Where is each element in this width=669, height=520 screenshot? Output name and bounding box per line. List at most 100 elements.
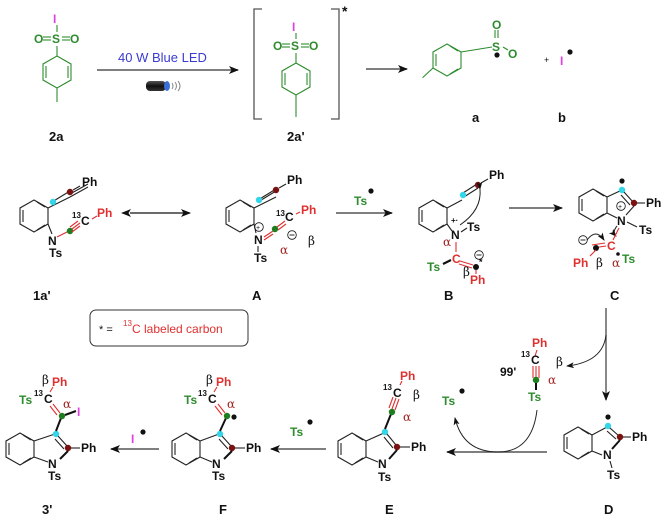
svg-text:β: β bbox=[463, 265, 470, 279]
svg-text:O: O bbox=[508, 47, 517, 61]
plus-charge bbox=[254, 222, 264, 232]
f-to-3-arrow: I bbox=[110, 429, 159, 453]
compound-3-prime: Ph N Ts I 13 C Ts β α Ph 3' bbox=[5, 373, 96, 517]
green-carbon-marker bbox=[66, 227, 74, 235]
svg-text:I: I bbox=[292, 20, 295, 34]
svg-text:Ph: Ph bbox=[489, 168, 504, 182]
svg-text:Ts: Ts bbox=[467, 220, 480, 234]
compound-1a-prime: Ph N Ts 13 C Ph 1a' bbox=[19, 175, 112, 303]
svg-text:Ts: Ts bbox=[639, 223, 652, 237]
electron-push-arrow bbox=[459, 181, 483, 226]
radical-dot bbox=[473, 264, 479, 270]
svg-text:Ts: Ts bbox=[427, 260, 440, 274]
oxygen-atom: O bbox=[34, 32, 43, 46]
svg-text:*: * bbox=[479, 257, 483, 267]
svg-text:Ph: Ph bbox=[97, 206, 112, 220]
cyan-carbon-marker bbox=[49, 198, 57, 206]
d-to-e-arrow bbox=[446, 409, 547, 456]
compound-E: Ph N Ts 13 C β α Ph E bbox=[337, 369, 426, 517]
svg-text:+·: +· bbox=[451, 216, 458, 225]
svg-text:* =: * = bbox=[99, 324, 113, 336]
svg-text:13: 13 bbox=[72, 211, 81, 220]
svg-text:α: α bbox=[403, 410, 411, 424]
svg-text:N: N bbox=[254, 233, 263, 247]
svg-text:Ts: Ts bbox=[290, 425, 303, 439]
svg-text:13: 13 bbox=[34, 389, 43, 398]
svg-text:α: α bbox=[443, 235, 451, 249]
radical-dot bbox=[494, 52, 500, 58]
e-to-f-arrow: Ts bbox=[270, 419, 326, 453]
svg-text:β: β bbox=[206, 373, 213, 387]
svg-text:Ph: Ph bbox=[301, 203, 316, 217]
svg-text:Ts: Ts bbox=[48, 469, 61, 483]
product-b-iodine-radical: I b bbox=[558, 49, 573, 125]
compound-99-prime: Ph 13 C β 99' α Ts bbox=[500, 336, 563, 404]
svg-text:C: C bbox=[393, 386, 402, 400]
svg-text:13: 13 bbox=[123, 319, 132, 328]
svg-text:β: β bbox=[42, 373, 49, 387]
svg-text:Ph: Ph bbox=[573, 256, 588, 270]
svg-text:α: α bbox=[227, 397, 235, 411]
svg-text:Ph: Ph bbox=[470, 273, 485, 287]
svg-text:N: N bbox=[48, 234, 57, 248]
compound-label-1a-prime: 1a' bbox=[33, 288, 51, 303]
compound-2a-prime: * I O S O 2a' bbox=[253, 3, 348, 144]
svg-text:β: β bbox=[596, 256, 603, 270]
svg-text:β: β bbox=[556, 355, 563, 369]
svg-text:99': 99' bbox=[500, 365, 516, 379]
right-bracket bbox=[331, 8, 340, 120]
minus-charge bbox=[287, 230, 297, 240]
svg-text:Ts: Ts bbox=[184, 393, 197, 407]
compound-label-D: D bbox=[604, 502, 613, 517]
svg-text:Ph: Ph bbox=[52, 375, 67, 389]
svg-text:S: S bbox=[291, 39, 299, 53]
compound-label-C: C bbox=[610, 288, 620, 303]
svg-text:Ts: Ts bbox=[442, 394, 455, 408]
svg-text:N: N bbox=[451, 228, 460, 242]
svg-text:C: C bbox=[452, 252, 461, 266]
compound-C: Ph + N Ts C Ph β α Ts C bbox=[573, 178, 661, 303]
ts-radical-byproduct: Ts bbox=[442, 388, 465, 408]
svg-text:I: I bbox=[131, 432, 134, 446]
svg-text:O: O bbox=[273, 39, 282, 53]
svg-text:α: α bbox=[63, 397, 71, 411]
compound-F: Ph N Ts 13 C Ts β α Ph F bbox=[171, 373, 261, 517]
svg-text:C: C bbox=[285, 210, 294, 224]
ts-radical-addition-arrow: Ts bbox=[336, 188, 393, 217]
svg-text:β: β bbox=[308, 234, 315, 248]
compound-label-F: F bbox=[219, 502, 227, 517]
svg-text:Ts: Ts bbox=[354, 194, 367, 208]
svg-text:Ph: Ph bbox=[646, 196, 661, 210]
svg-text:N: N bbox=[617, 214, 626, 228]
svg-text:O: O bbox=[309, 39, 318, 53]
excited-state-mark: * bbox=[342, 3, 348, 19]
svg-text:I: I bbox=[77, 405, 80, 419]
svg-text:Ts: Ts bbox=[212, 469, 225, 483]
svg-text:Ts: Ts bbox=[49, 246, 62, 260]
oxygen-atom: O bbox=[70, 32, 79, 46]
condition-text: 40 W Blue LED bbox=[118, 50, 207, 65]
svg-text:α: α bbox=[548, 373, 556, 387]
svg-text:Ts: Ts bbox=[254, 251, 267, 265]
svg-text:Ts: Ts bbox=[528, 390, 541, 404]
svg-text:N: N bbox=[212, 457, 221, 471]
c-to-d-arrow bbox=[566, 308, 610, 401]
compound-B: Ph +· N Ts α C Ts * β Ph B bbox=[418, 168, 504, 303]
svg-text:C: C bbox=[44, 392, 53, 406]
svg-text:I: I bbox=[560, 54, 563, 68]
compound-label-3-prime: 3' bbox=[42, 502, 52, 517]
compound-label-A: A bbox=[252, 288, 262, 303]
svg-text:+: + bbox=[256, 225, 260, 232]
radical-dot bbox=[368, 188, 374, 194]
svg-text:13: 13 bbox=[276, 209, 285, 218]
svg-text:Ts: Ts bbox=[607, 468, 620, 482]
product-label-a: a bbox=[472, 110, 480, 125]
compound-label-B: B bbox=[444, 288, 453, 303]
left-bracket bbox=[253, 8, 262, 120]
radical-dot bbox=[307, 419, 313, 425]
svg-text:Ph: Ph bbox=[82, 175, 97, 189]
compound-label-E: E bbox=[385, 502, 394, 517]
svg-text:13: 13 bbox=[383, 383, 392, 392]
legend-box: * = 13 C labeled carbon bbox=[89, 309, 249, 347]
